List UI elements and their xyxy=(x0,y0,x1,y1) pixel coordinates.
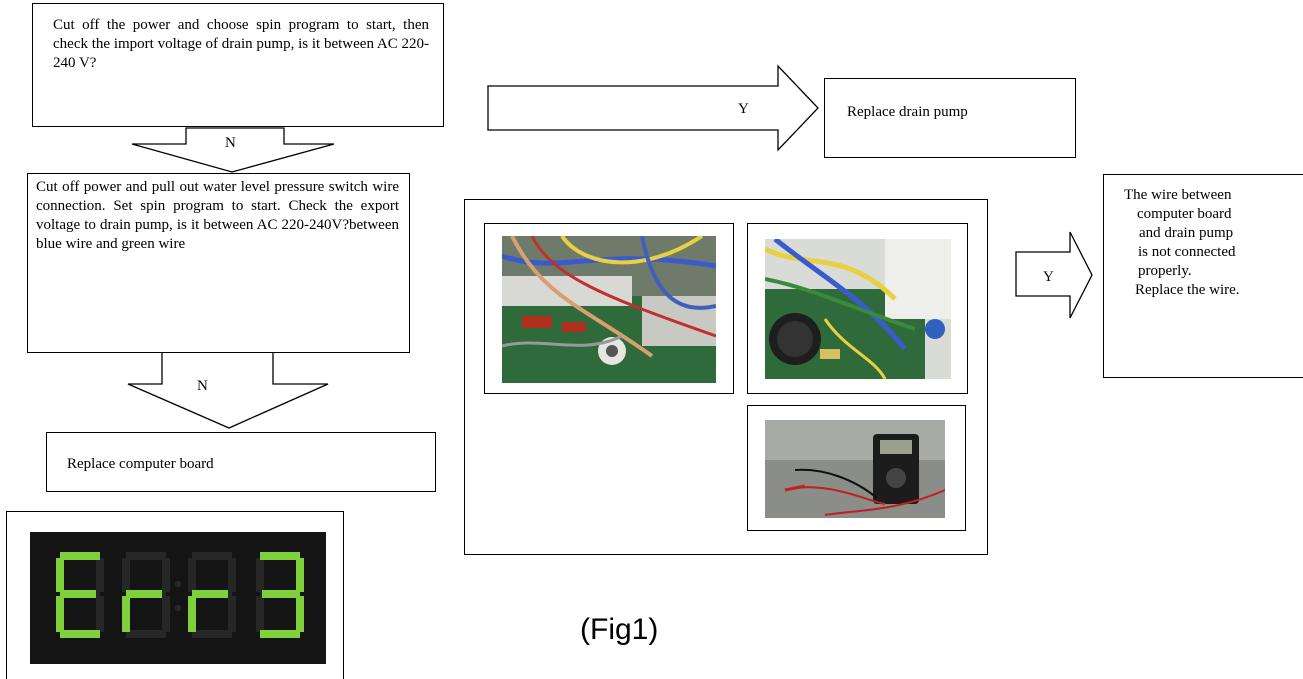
figure-caption: (Fig1) xyxy=(580,613,659,646)
wire-note-line-1: The wire between xyxy=(1124,187,1232,203)
replace-computer-board-text: Replace computer board xyxy=(67,456,214,472)
error-code-display xyxy=(30,532,326,664)
circuit-board-photo-2 xyxy=(765,239,951,379)
no-label-2: N xyxy=(197,378,208,394)
no-label-1: N xyxy=(225,135,236,151)
multimeter-photo xyxy=(765,420,945,518)
no-arrow-1 xyxy=(131,127,335,173)
replace-computer-board-box: Replace computer board xyxy=(46,432,436,492)
yes-arrow-2 xyxy=(1015,231,1093,319)
step-1-box: Cut off the power and choose spin progra… xyxy=(32,3,444,127)
wire-note-line-3: and drain pump xyxy=(1139,225,1234,241)
wire-note-line-4: is not connected xyxy=(1138,244,1236,260)
yes-arrow-1 xyxy=(487,64,819,152)
step-1-text: Cut off the power and choose spin progra… xyxy=(53,17,429,71)
wire-note-line-6: Replace the wire. xyxy=(1135,282,1240,298)
replace-drain-pump-text: Replace drain pump xyxy=(847,104,968,120)
no-arrow-2 xyxy=(127,351,329,429)
circuit-board-photo-1 xyxy=(502,236,716,383)
replace-drain-pump-box: Replace drain pump xyxy=(824,78,1076,158)
lit-segments xyxy=(56,552,304,638)
wire-note-box: The wire between computer board and drai… xyxy=(1103,174,1303,378)
wire-note-line-2: computer board xyxy=(1137,206,1232,222)
step-2-text: Cut off power and pull out water level p… xyxy=(36,179,399,252)
yes-label-2: Y xyxy=(1043,269,1054,285)
yes-label-1: Y xyxy=(738,101,749,117)
step-2-box: Cut off power and pull out water level p… xyxy=(27,173,410,353)
wire-note-line-5: properly. xyxy=(1138,263,1192,279)
